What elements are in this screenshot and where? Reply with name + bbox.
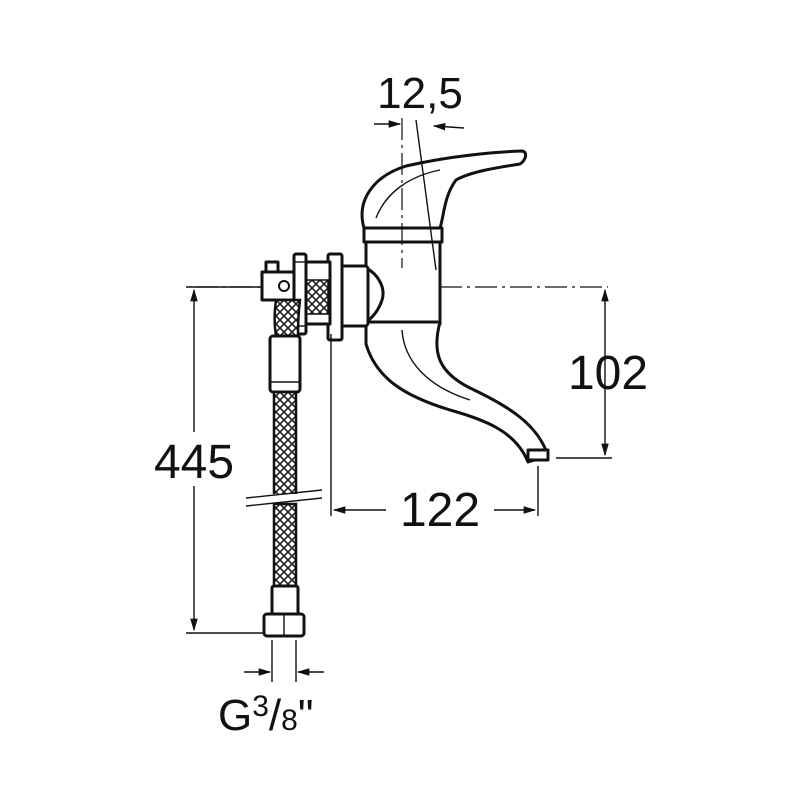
- dimension-spout-height: 102: [556, 288, 648, 459]
- lever-handle: [360, 149, 528, 230]
- connection-thread-label: G3/8": [218, 690, 313, 740]
- flexible-hose: [244, 260, 324, 638]
- spout-height-label: 102: [568, 347, 648, 400]
- spout-reach-label: 122: [400, 484, 480, 537]
- hose-length-label: 445: [154, 436, 234, 489]
- dimension-hose-length: 445: [140, 286, 264, 634]
- aerator: [526, 448, 550, 462]
- wall-flange: [292, 252, 370, 342]
- spout: [364, 320, 550, 464]
- dimension-connection-thread: G3/8": [218, 640, 324, 740]
- tap-body: [360, 149, 550, 464]
- dimension-angle-offset: 12,5: [374, 69, 465, 271]
- dimension-spout-reach: 122: [330, 334, 539, 537]
- angle-offset-label: 12,5: [377, 69, 463, 118]
